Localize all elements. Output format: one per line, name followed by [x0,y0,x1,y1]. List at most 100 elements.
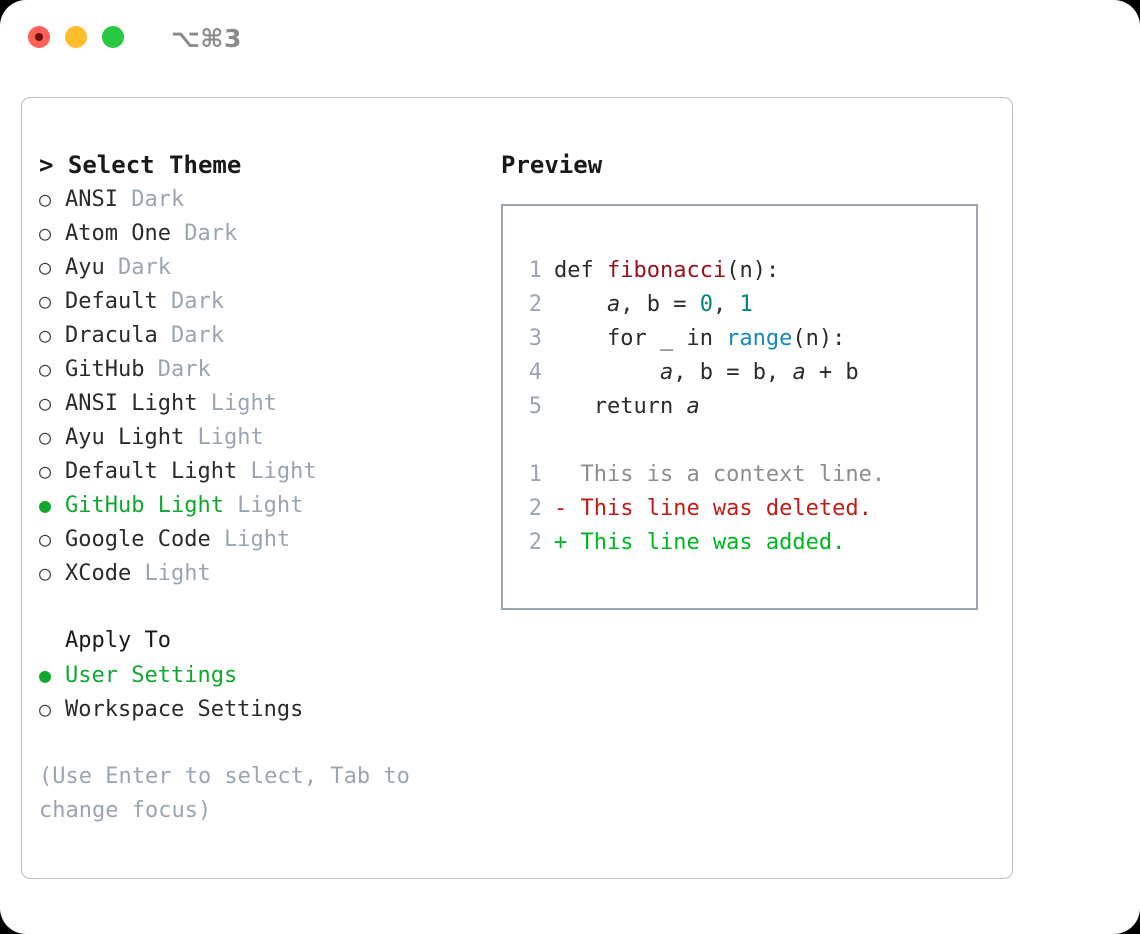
code-token-plain: def [554,258,607,283]
radio-unselected-icon: ○ [39,459,52,483]
zoom-window-button[interactable] [102,26,124,48]
code-diff-spacer [516,424,885,458]
diff-line-number: 2 [528,530,542,555]
theme-option-label: Google Code [65,527,224,552]
diff-line-number: 2 [528,496,542,521]
theme-option-kind: Light [210,391,277,416]
code-line-text: return a [554,390,700,424]
theme-option-9[interactable]: ● GitHub Light Light [39,488,499,522]
theme-option-kind: Dark [131,187,185,212]
code-line-number: 2 [528,292,542,317]
theme-option-list: ○ANSI Dark○Atom One Dark○Ayu Dark○Defaul… [39,182,499,590]
theme-option-label: GitHub Light [65,493,238,518]
apply-to-option-list: ●User Settings ○ Workspace Settings [39,658,499,726]
keyboard-hint-text: (Use Enter to select, Tab to change focu… [39,764,424,823]
code-line-number: 5 [528,394,542,419]
theme-option-kind: Dark [170,323,224,348]
code-token-plain: , [620,292,647,317]
radio-unselected-icon: ○ [39,391,52,415]
code-token-plain [554,360,660,385]
apply-to-option-0[interactable]: ●User Settings [39,658,499,692]
diff-marker [554,458,580,492]
theme-option-kind: Light [237,493,304,518]
code-token-plain: + b [805,360,859,385]
section-spacer [39,590,499,624]
code-token-var: a [686,394,700,419]
theme-option-8[interactable]: ○Default Light Light [39,454,499,488]
theme-option-label: ANSI Light [65,391,211,416]
theme-option-label: Atom One [65,221,185,246]
radio-unselected-icon: ○ [39,323,52,347]
theme-option-6[interactable]: ○ ANSI Light Light [39,386,499,420]
radio-unselected-icon: ○ [39,697,52,721]
theme-option-0[interactable]: ○ANSI Dark [39,182,499,216]
theme-picker-column: > Select Theme ○ANSI Dark○Atom One Dark○… [39,148,499,828]
code-token-plain [554,292,607,317]
theme-option-label: Ayu [65,255,118,280]
code-line: 4 a, b = b, a + b [516,356,885,390]
code-token-plain: b [646,292,660,317]
diff-line-content: This is a context line. [580,462,886,487]
theme-option-1[interactable]: ○Atom One Dark [39,216,499,250]
radio-selected-icon: ● [39,493,52,517]
diff-line-text: -This line was deleted. [554,492,872,526]
theme-option-2[interactable]: ○ Ayu Dark [39,250,499,284]
main-panel: > Select Theme ○ANSI Dark○Atom One Dark○… [21,97,1013,879]
diff-line-content: This line was deleted. [580,496,872,521]
diff-snippet: 1 This is a context line.2-This line was… [516,458,885,560]
theme-option-label: Dracula [65,323,171,348]
theme-option-kind: Light [223,527,291,552]
code-token-builtin: range [726,326,793,351]
theme-option-10[interactable]: ○ Google Code Light [39,522,499,556]
code-token-plain: , b = b, [673,360,793,385]
theme-option-kind: Light [197,425,264,450]
apply-to-option-label: Workspace Settings [65,697,304,722]
diff-line-text: + This line was added. [554,526,845,560]
diff-line-number: 1 [528,462,542,487]
diff-marker: + [554,530,568,555]
theme-option-kind: Dark [170,289,224,314]
code-line-text: for _ in range(n): [554,322,845,356]
diff-line-text: This is a context line. [554,458,885,492]
theme-option-kind: Light [250,459,317,484]
code-line: 2 a, b = 0, 1 [516,288,885,322]
diff-marker: - [554,496,568,521]
code-token-var: a [659,360,674,385]
theme-option-label: Default [65,289,171,314]
theme-option-4[interactable]: ○ Dracula Dark [39,318,499,352]
code-line-text: a, b = b, a + b [554,356,859,390]
diff-line: 2 + This line was added. [516,526,885,560]
code-token-num: 1 [739,292,753,317]
theme-option-label: Ayu Light [65,425,198,450]
radio-unselected-icon: ○ [39,255,52,279]
radio-unselected-icon: ○ [39,221,52,245]
theme-option-kind: Light [144,561,211,586]
theme-option-label: ANSI [65,187,132,212]
diff-line: 2-This line was deleted. [516,492,885,526]
select-theme-heading: > Select Theme [39,151,242,179]
theme-option-3[interactable]: ○Default Dark [39,284,499,318]
theme-option-kind: Dark [117,255,171,280]
theme-option-7[interactable]: ○Ayu Light Light [39,420,499,454]
code-line-text: def fibonacci(n): [554,254,779,288]
theme-option-label: GitHub [65,357,158,382]
code-token-fn: fibonacci [606,258,727,283]
apply-to-option-1[interactable]: ○ Workspace Settings [39,692,499,726]
diff-line-content: This line was added. [580,530,846,555]
code-token-plain: , [712,292,740,317]
theme-option-11[interactable]: ○XCode Light [39,556,499,590]
code-token-plain: = [659,292,700,317]
theme-option-kind: Dark [157,357,211,382]
diff-line: 1 This is a context line. [516,458,885,492]
theme-option-label: XCode [65,561,145,586]
close-window-button[interactable] [28,26,50,48]
radio-unselected-icon: ○ [39,527,52,551]
minimize-window-button[interactable] [65,26,87,48]
code-line: 5 return a [516,390,885,424]
theme-option-5[interactable]: ○GitHub Dark [39,352,499,386]
